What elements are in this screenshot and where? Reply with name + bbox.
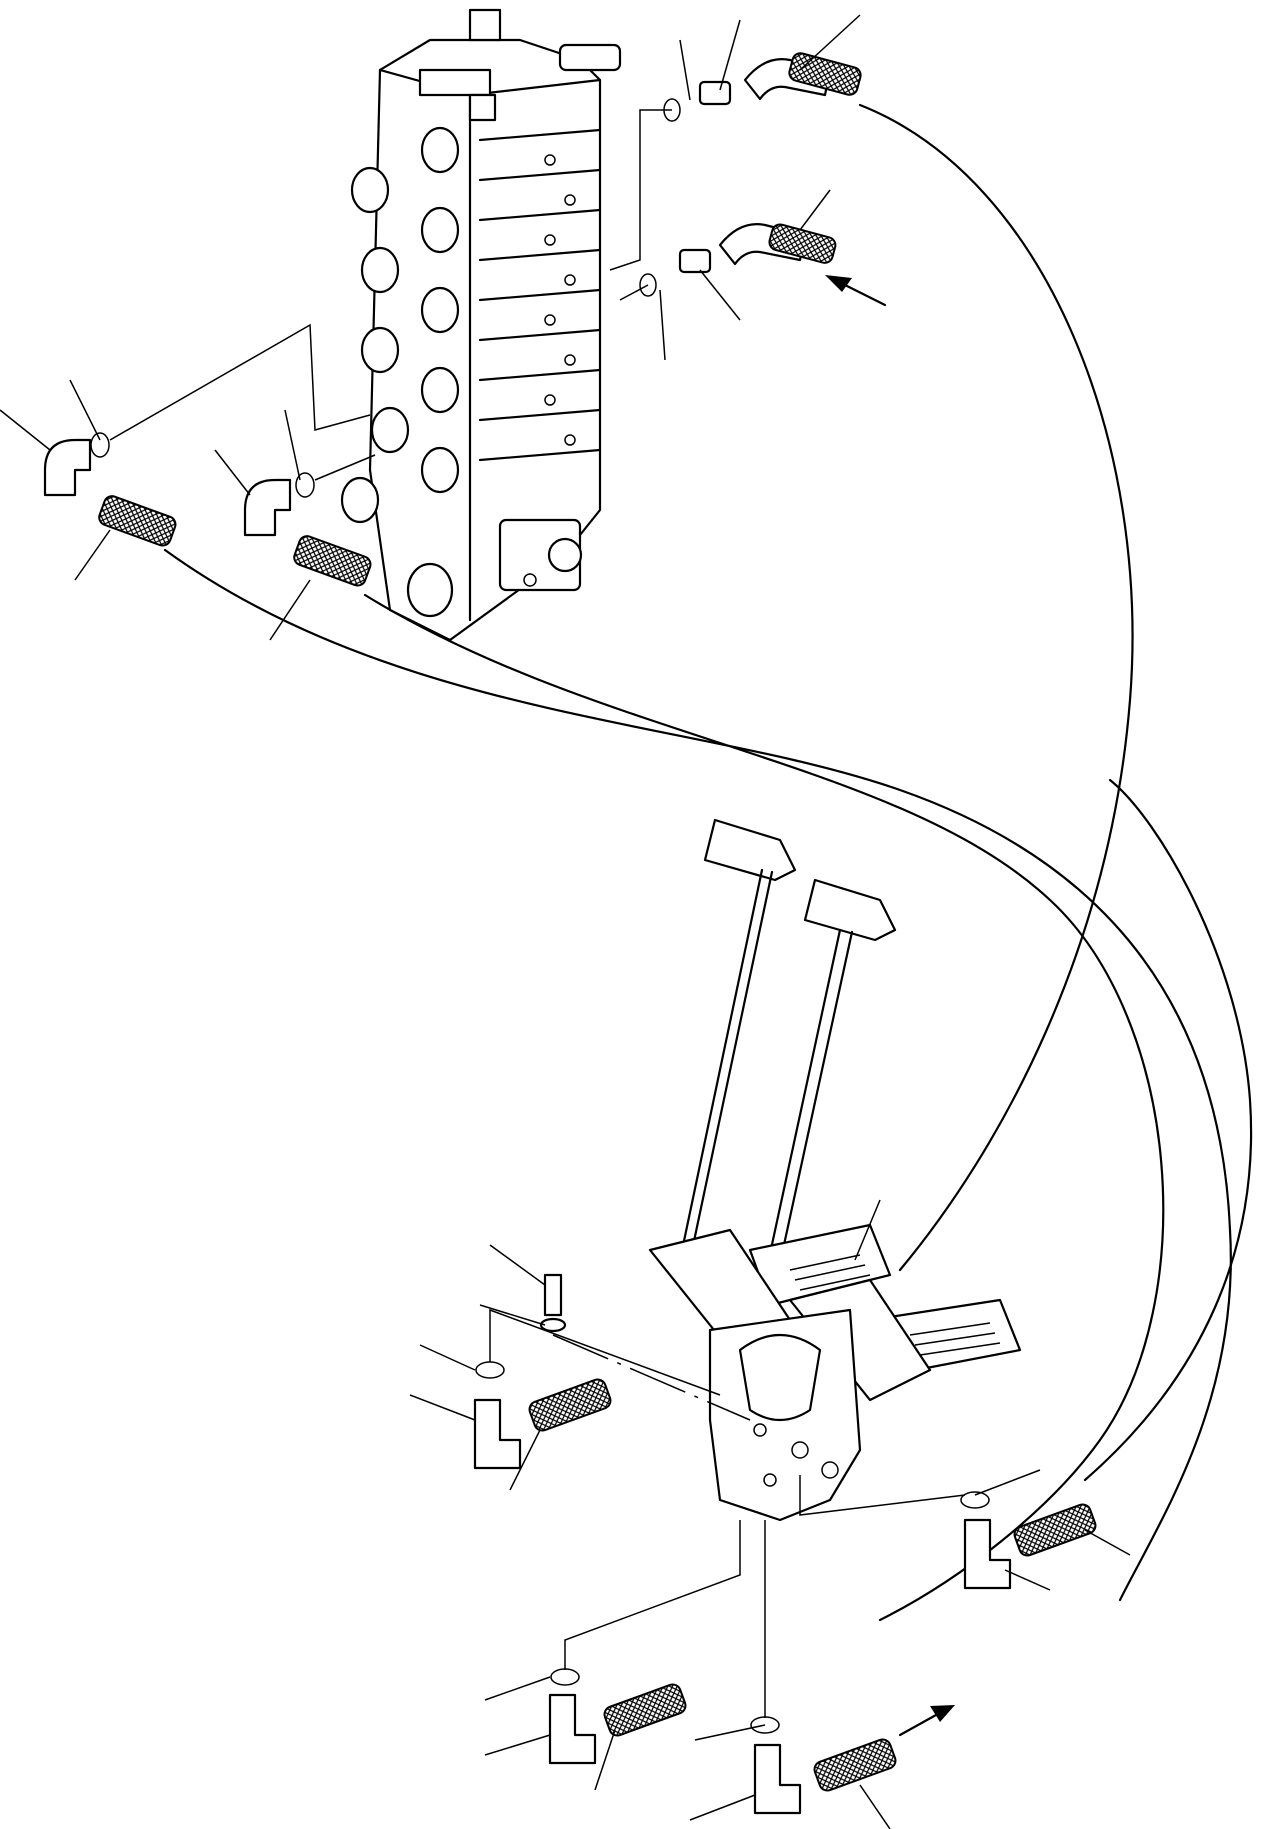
- lower-fittings: [473, 1308, 1097, 1815]
- hose-end-upper-2: [768, 223, 837, 264]
- upper-right-fittings: [609, 52, 862, 301]
- hose-end-lower-4: [813, 1738, 897, 1792]
- o-ring-lower-3: [550, 1668, 580, 1686]
- pedal-valve-body: [708, 1308, 862, 1522]
- o-ring-upper-2: [639, 273, 657, 297]
- adapter-upper-1: [698, 80, 732, 106]
- o-ring-left-1: [90, 432, 110, 458]
- hose-end-lower-1: [528, 1378, 612, 1432]
- travel-pedal-assembly: [539, 818, 1022, 1522]
- upper-left-fittings: [43, 323, 376, 587]
- elbow-left-1: [43, 438, 92, 497]
- leader-lines: [0, 14, 1131, 1829]
- elbow-lower-3: [548, 1693, 597, 1765]
- washer: [539, 1317, 567, 1333]
- bolt: [543, 1273, 563, 1317]
- elbow-lower-2: [963, 1518, 1012, 1590]
- hydraulic-hoses: [163, 103, 1253, 1622]
- elbow-lower-1: [473, 1398, 522, 1470]
- lever-knob-right: [803, 878, 897, 942]
- hose-end-left-2: [293, 535, 372, 587]
- lever-knob-left: [703, 818, 797, 882]
- adapter-upper-2: [678, 248, 712, 274]
- o-ring-lower-1: [475, 1361, 505, 1379]
- o-ring-lower-2: [960, 1491, 990, 1509]
- flow-direction-arrow-lower: [898, 1705, 955, 1737]
- o-ring-left-2: [295, 472, 315, 498]
- control-valve-assembly: [340, 8, 622, 642]
- hose-end-left-1: [98, 495, 177, 547]
- elbow-lower-4: [753, 1743, 802, 1815]
- elbow-left-2: [243, 478, 292, 537]
- flow-direction-arrow-upper: [825, 275, 887, 307]
- valve-spools: [340, 126, 602, 618]
- hose-end-lower-3: [603, 1683, 687, 1737]
- hose-end-lower-2: [1013, 1503, 1097, 1557]
